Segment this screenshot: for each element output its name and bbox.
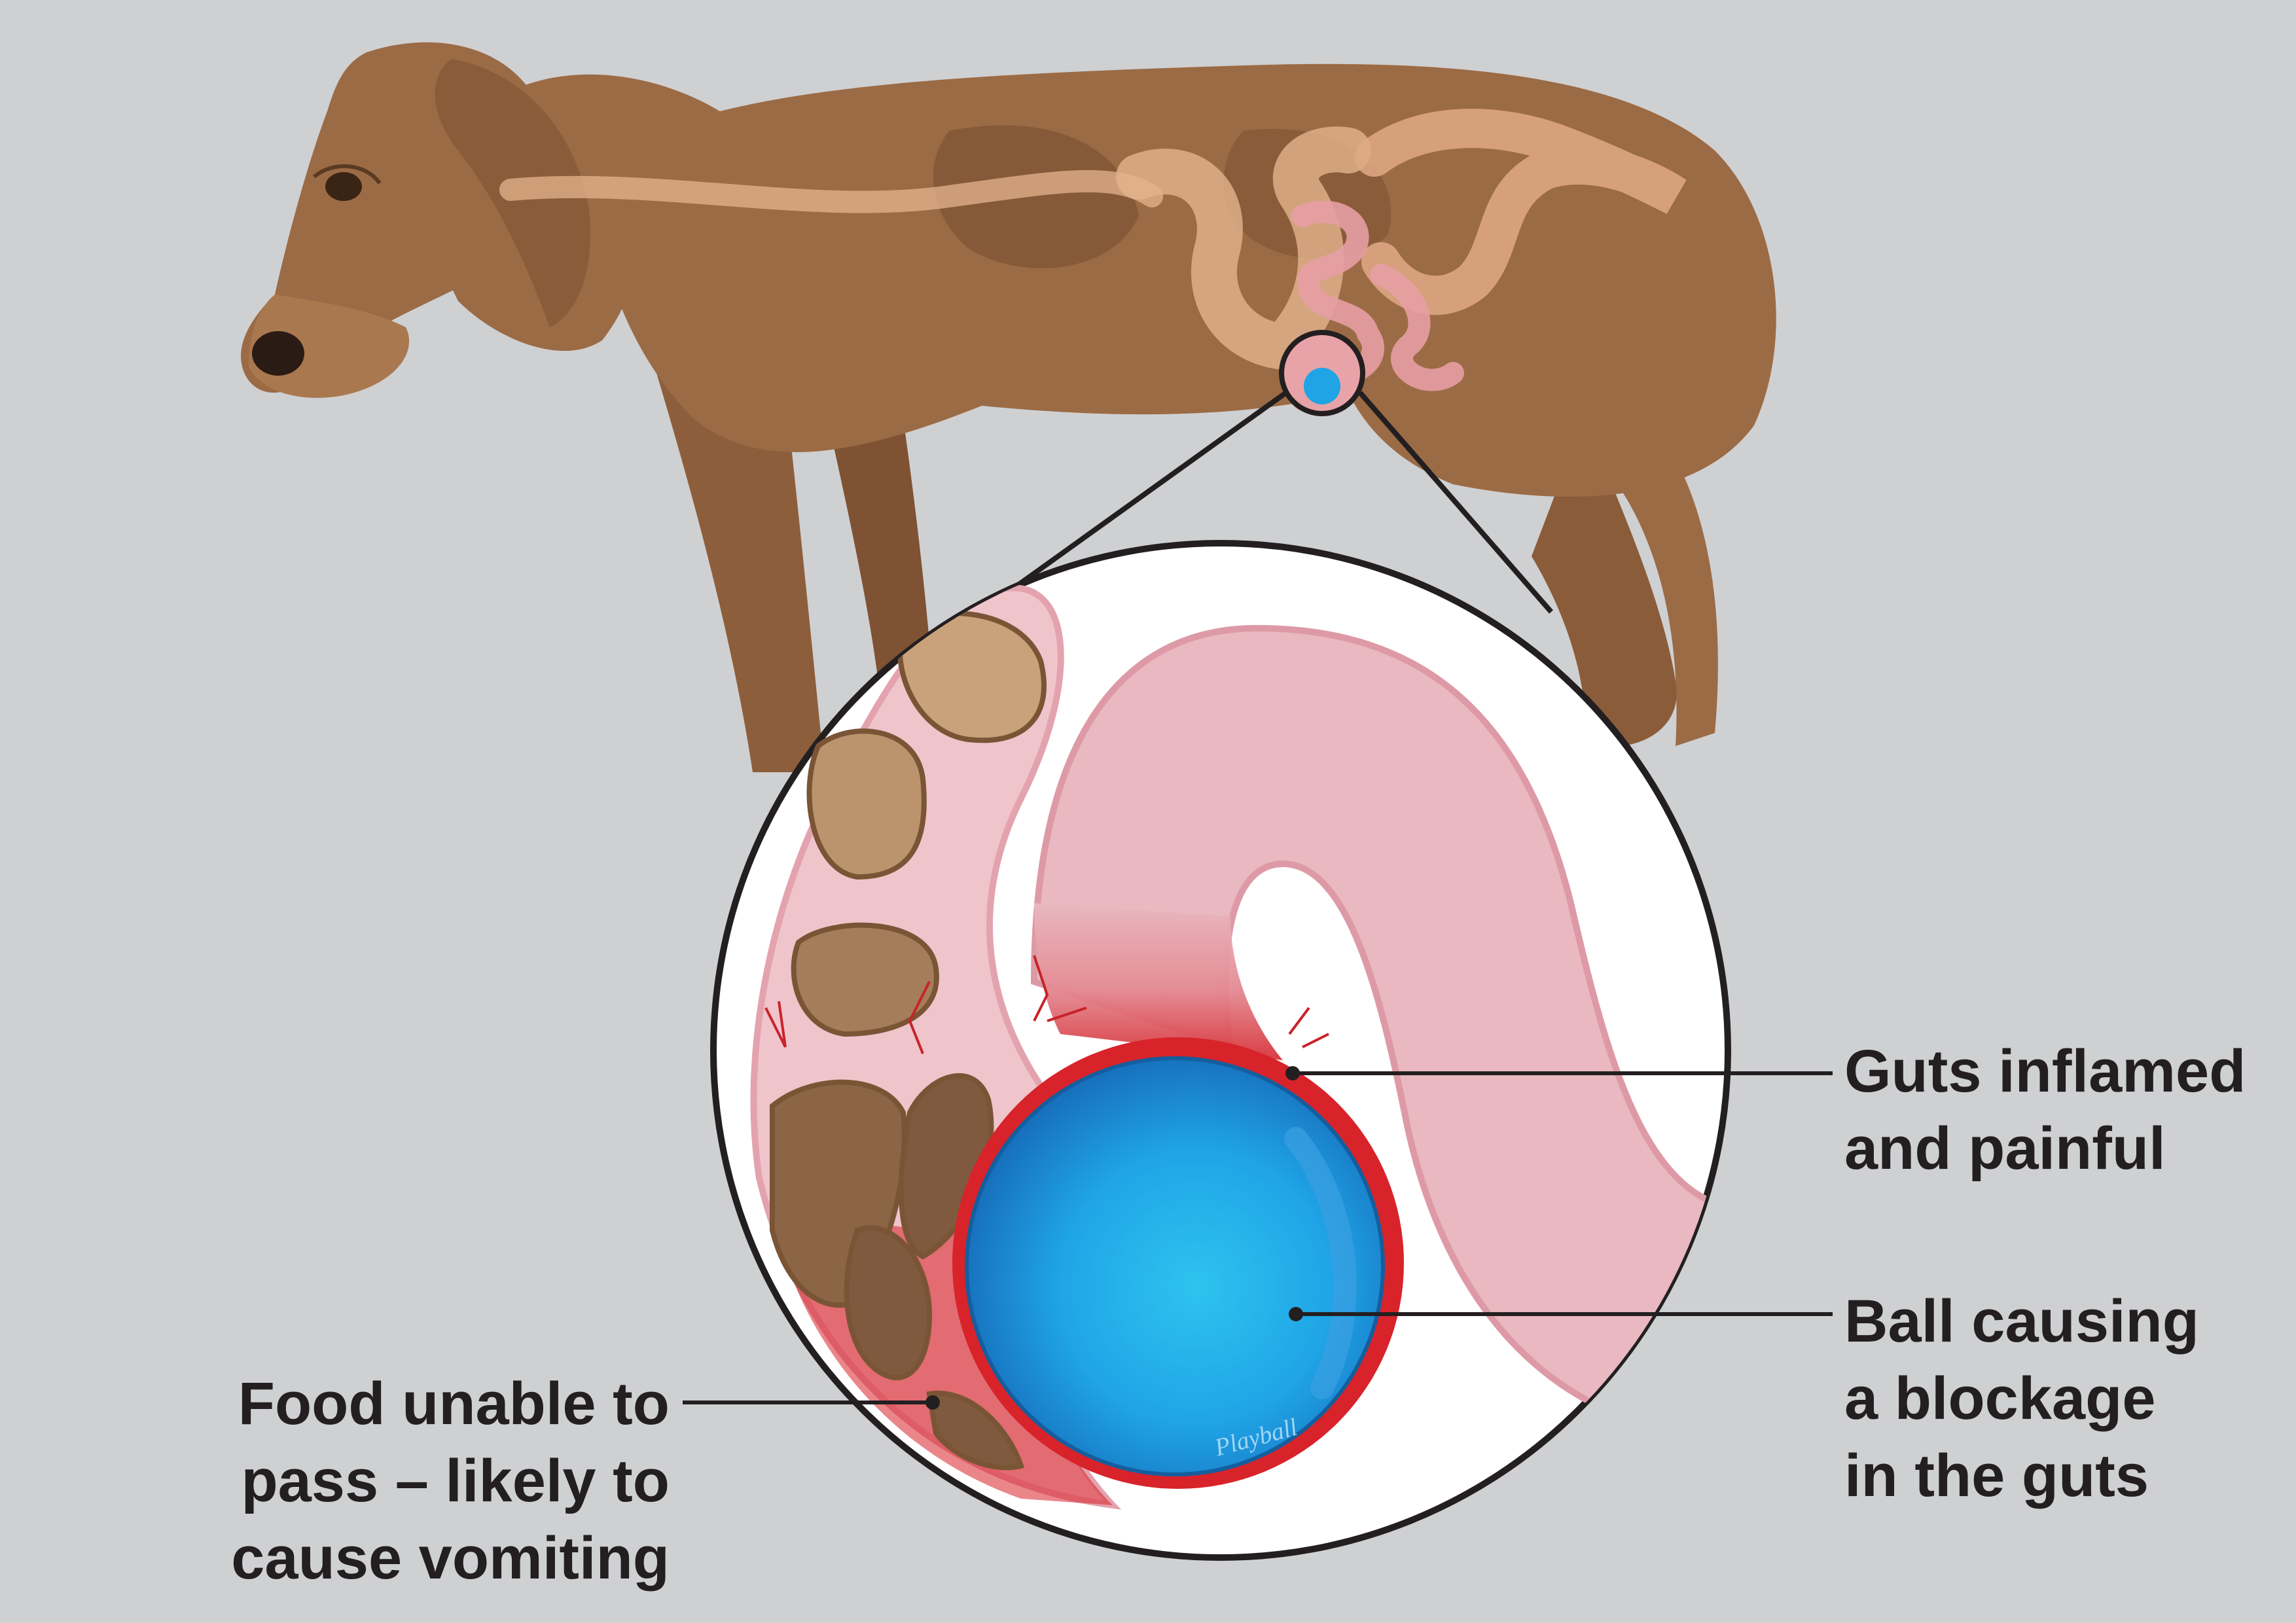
dog-back-leg [1532,419,1677,746]
dog-eye [325,172,362,201]
ball-highlight [1284,1127,1357,1399]
callout-inflamed-line1: Guts inflamed [1844,1038,2246,1105]
callout-ball-label: Ball causing a blockage in the guts [1844,1283,2199,1514]
dog-coat-patch [933,125,1139,268]
ball [965,1056,1385,1476]
callout-ball-line3: in the guts [1844,1442,2149,1509]
stomach [1116,126,1371,371]
large-intestine [1355,109,1687,315]
callout-ball-line2: a blockage [1844,1365,2156,1432]
zoom-detail: Playball [710,540,1731,1561]
inflamed-gut [1034,903,1283,1060]
dog-eye-lid [313,164,382,185]
callout-food-line2: pass – likely to [241,1448,670,1514]
zoom-line-left [1006,390,1288,595]
callout-dots [925,1066,1303,1410]
zoom-line-right [1357,391,1554,614]
callout-food-label: Food unable to pass – likely to cause vo… [231,1365,670,1597]
callout-food-line3: cause vomiting [231,1525,670,1592]
esophagus [499,169,1163,213]
dog-nose [252,331,304,376]
callout-inflamed-label: Guts inflamed and painful [1844,1033,2246,1187]
ball-small [1304,368,1340,404]
callout-inflamed-line2: and painful [1844,1115,2166,1182]
dog-body [458,63,1776,497]
blood-vessels [764,955,1329,1054]
food-boluses [770,611,1047,1471]
callout-lines [683,1071,1833,1404]
callout-food-line1: Food unable to [238,1370,670,1437]
dog-front-leg [655,366,825,772]
dog-illustration [241,42,1776,772]
callout-ball-line1: Ball causing [1844,1288,2199,1355]
